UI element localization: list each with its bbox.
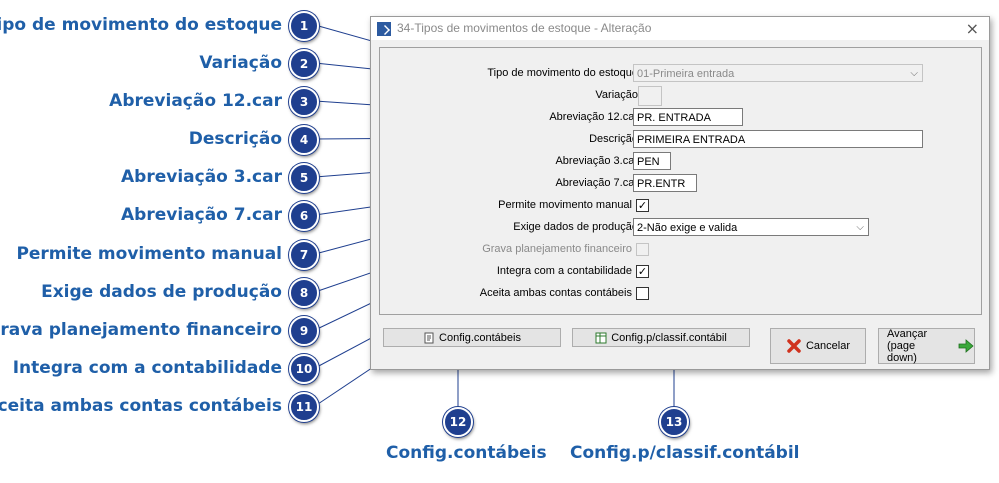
callout-label-8: Exige dados de produção bbox=[41, 282, 282, 302]
callout-badge-1: 1 bbox=[289, 11, 319, 41]
advance-button[interactable]: Avançar (page down) bbox=[878, 328, 975, 364]
title-bar: 34-Tipos de movimentos de estoque - Alte… bbox=[371, 17, 989, 40]
callout-badge-3: 3 bbox=[289, 87, 319, 117]
abreviacao-3-label: Abreviação 3.car bbox=[555, 155, 638, 167]
grava-planejamento-label: Grava planejamento financeiro bbox=[482, 243, 632, 255]
callout-badge-7: 7 bbox=[289, 240, 319, 270]
abreviacao-12-input[interactable]: PR. ENTRADA bbox=[633, 108, 743, 126]
callout-label-7: Permite movimento manual bbox=[16, 244, 282, 264]
callout-label-2: Variação bbox=[199, 53, 282, 73]
integra-contabilidade-label: Integra com a contabilidade bbox=[496, 265, 632, 277]
callout-label-11: Aceita ambas contas contábeis bbox=[0, 396, 282, 416]
cancel-button[interactable]: Cancelar bbox=[770, 328, 866, 364]
config-contabeis-button[interactable]: Config.contábeis bbox=[383, 328, 561, 347]
form-panel: Tipo de movimento do estoque 01-Primeira… bbox=[379, 47, 982, 315]
integra-contabilidade-checkbox[interactable]: ✓ bbox=[636, 265, 649, 278]
callout-badge-6: 6 bbox=[289, 201, 319, 231]
callout-label-1: Tipo de movimento do estoque bbox=[0, 15, 282, 35]
config-classif-label: Config.p/classif.contábil bbox=[611, 331, 727, 344]
aceita-ambas-checkbox[interactable] bbox=[636, 287, 649, 300]
callout-label-12: Config.contábeis bbox=[386, 443, 547, 463]
config-contabeis-label: Config.contábeis bbox=[439, 331, 521, 344]
red-x-icon bbox=[786, 338, 802, 354]
callout-badge-12: 12 bbox=[443, 407, 473, 437]
callout-badge-8: 8 bbox=[289, 278, 319, 308]
tipo-movimento-select[interactable]: 01-Primeira entrada ⌵ bbox=[633, 64, 923, 82]
callout-badge-4: 4 bbox=[289, 125, 319, 155]
callout-label-9: Grava planejamento financeiro bbox=[0, 320, 282, 340]
advance-label-line2: (page down) bbox=[887, 340, 917, 364]
tipo-movimento-label: Tipo de movimento do estoque bbox=[487, 67, 638, 79]
app-icon bbox=[377, 22, 391, 36]
callout-label-4: Descrição bbox=[188, 129, 282, 149]
config-classif-button[interactable]: Config.p/classif.contábil bbox=[572, 328, 750, 347]
callout-label-10: Integra com a contabilidade bbox=[12, 358, 282, 378]
callout-label-5: Abreviação 3.car bbox=[121, 167, 282, 187]
callout-badge-10: 10 bbox=[289, 354, 319, 384]
descricao-label: Descrição bbox=[589, 133, 638, 145]
grava-planejamento-checkbox bbox=[636, 243, 649, 256]
variacao-field[interactable] bbox=[638, 86, 662, 106]
exige-dados-label: Exige dados de produção bbox=[513, 221, 638, 233]
callout-badge-9: 9 bbox=[289, 316, 319, 346]
callout-badge-5: 5 bbox=[289, 163, 319, 193]
advance-label: Avançar (page down) bbox=[887, 328, 944, 364]
variacao-label: Variação bbox=[595, 89, 638, 101]
document-icon bbox=[423, 332, 435, 344]
descricao-input[interactable]: PRIMEIRA ENTRADA bbox=[633, 130, 923, 148]
exige-dados-value: 2-Não exige e valida bbox=[637, 222, 738, 234]
abreviacao-3-input[interactable]: PEN bbox=[633, 152, 671, 170]
permite-movimento-label: Permite movimento manual bbox=[498, 199, 632, 211]
abreviacao-7-label: Abreviação 7.car bbox=[555, 177, 638, 189]
cancel-label: Cancelar bbox=[805, 340, 851, 352]
callout-label-3: Abreviação 12.car bbox=[109, 91, 282, 111]
abreviacao-12-label: Abreviação 12.car bbox=[549, 111, 638, 123]
spreadsheet-icon bbox=[595, 332, 607, 344]
callout-label-6: Abreviação 7.car bbox=[121, 205, 282, 225]
callout-badge-2: 2 bbox=[289, 49, 319, 79]
abreviacao-7-input[interactable]: PR.ENTR bbox=[633, 174, 697, 192]
chevron-down-icon: ⌵ bbox=[856, 222, 864, 233]
chevron-down-icon: ⌵ bbox=[910, 68, 918, 79]
advance-label-line1: Avançar bbox=[887, 328, 928, 340]
aceita-ambas-label: Aceita ambas contas contábeis bbox=[479, 287, 632, 299]
callout-badge-13: 13 bbox=[659, 407, 689, 437]
green-arrow-right-icon bbox=[958, 338, 974, 354]
callout-badge-11: 11 bbox=[289, 392, 319, 422]
dialog-window: 34-Tipos de movimentos de estoque - Alte… bbox=[370, 16, 990, 370]
callout-label-13: Config.p/classif.contábil bbox=[570, 443, 800, 463]
close-icon[interactable]: × bbox=[965, 19, 979, 38]
permite-movimento-checkbox[interactable]: ✓ bbox=[636, 199, 649, 212]
window-title: 34-Tipos de movimentos de estoque - Alte… bbox=[397, 21, 652, 35]
tipo-movimento-value: 01-Primeira entrada bbox=[637, 68, 735, 80]
exige-dados-select[interactable]: 2-Não exige e valida ⌵ bbox=[633, 218, 869, 236]
